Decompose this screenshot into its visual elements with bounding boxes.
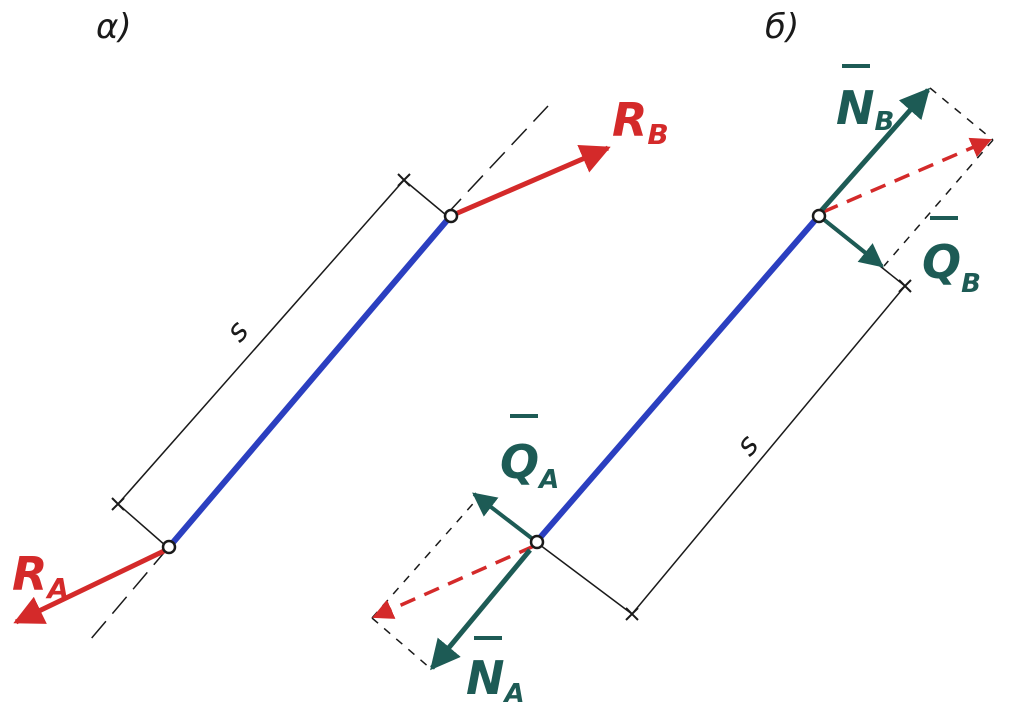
panel-b-dim-tick-top [898, 279, 912, 293]
panel-b-construction-top-1 [929, 87, 994, 141]
panel-b-qa-arrow [472, 492, 536, 542]
panel-b-construction-bottom-2 [371, 497, 479, 619]
panel-b-construction-bottom-1 [371, 617, 431, 669]
panel-b-nb-arrow [818, 87, 930, 214]
panel-b-hinge-a [529, 534, 545, 550]
panel-b-na-label: NA [466, 636, 525, 709]
svg-text:QA: QA [500, 435, 559, 495]
panel-b-dimension: s [539, 217, 912, 621]
svg-text:NB: NB [836, 81, 894, 137]
panel-b-qb-label: QB [922, 216, 981, 299]
panel-b: б) s NB [371, 7, 994, 709]
panel-b-qa-subscript: A [537, 465, 559, 495]
panel-b-qb-subscript: B [961, 269, 981, 299]
panel-b-ra-dashed-arrow [372, 544, 535, 619]
panel-a-dim-tick-top [397, 173, 411, 187]
panel-a-ra-arrow [13, 547, 168, 625]
panel-b-dim-extension-bottom [539, 544, 633, 615]
panel-b-dim-tick-bottom [625, 607, 639, 621]
panel-a-rod [167, 215, 452, 549]
panel-a-hinge-a [161, 539, 177, 555]
panel-a-top-extension-line [445, 105, 549, 216]
panel-a-dim-extension-bottom [117, 503, 167, 547]
svg-text:NA: NA [466, 651, 525, 709]
svg-text:QB: QB [922, 235, 981, 299]
panel-b-dim-line [631, 285, 906, 615]
panel-a-rb-letter: R [612, 93, 647, 147]
panel-b-nb-subscript: B [875, 107, 895, 137]
panel-b-nb-letter: N [836, 81, 875, 135]
panel-a-ra-subscript: A [45, 572, 69, 605]
panel-b-hinge-b [811, 208, 827, 224]
panel-a-rb-subscript: B [647, 118, 668, 151]
panel-b-qa-label: QA [500, 414, 559, 495]
panel-b-construction-top-2 [883, 139, 994, 267]
panel-b-label: б) [765, 7, 799, 47]
panel-b-na-letter: N [466, 651, 505, 705]
panel-b-rb-dashed-arrow [822, 137, 992, 214]
panel-b-qb-arrow [820, 216, 884, 268]
panel-a-dimension: s [111, 173, 447, 547]
panel-a-rb-arrow [452, 144, 611, 218]
panel-b-nb-label: NB [836, 64, 894, 137]
panel-a-ra-label: RA [12, 547, 69, 605]
panel-a: α) s RB RA [12, 7, 669, 641]
panel-a-ra-letter: R [12, 547, 47, 601]
panel-b-qa-letter: Q [500, 435, 539, 489]
panel-a-dim-line [117, 179, 405, 505]
panel-a-hinge-b [443, 208, 459, 224]
panel-a-dim-tick-bottom [111, 497, 125, 511]
panel-a-rb-label: RB [612, 93, 669, 151]
panel-b-dimension-label: s [729, 428, 766, 462]
panel-a-bottom-extension-line [89, 547, 169, 641]
panel-b-qb-letter: Q [922, 235, 961, 289]
panel-b-na-arrow [430, 548, 532, 671]
panel-b-na-subscript: A [503, 679, 525, 709]
panel-b-rod [535, 215, 820, 543]
panel-a-dimension-label: s [219, 314, 256, 348]
panel-a-dim-extension-top [403, 179, 447, 216]
panel-a-label: α) [96, 7, 132, 47]
